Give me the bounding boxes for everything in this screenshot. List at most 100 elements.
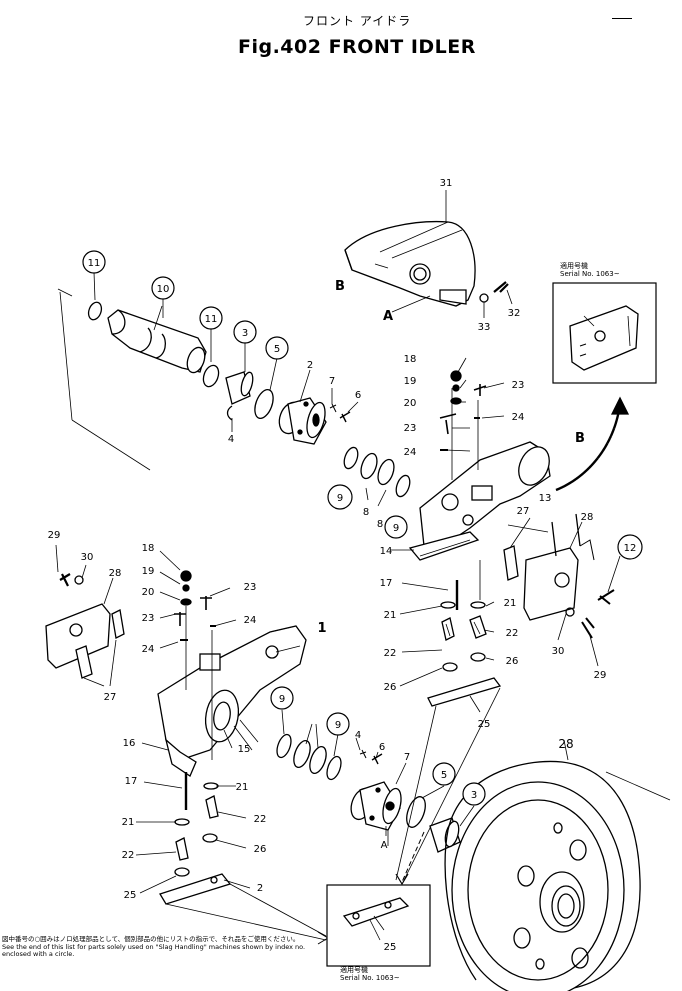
callout-text: B: [575, 431, 585, 446]
callout-text: 1: [317, 621, 326, 636]
callout-text: 26: [506, 656, 519, 667]
callout-text: 6: [355, 390, 361, 401]
footnote-en: See the end of this list for parts solel…: [2, 942, 306, 958]
idler-cap-31: [344, 190, 513, 318]
callout-text: 21: [236, 782, 249, 793]
callout-text: B: [335, 279, 345, 294]
callout-text: 2: [257, 883, 263, 894]
callout-text: 33: [478, 322, 491, 333]
callout-text: 5: [274, 344, 280, 355]
callout-text: 16: [123, 738, 136, 749]
callout-circle: [233, 320, 257, 344]
hub-2a: [278, 397, 327, 445]
corner-mark: [612, 18, 632, 19]
callout-text: 11: [205, 314, 218, 325]
footnote: 図中番号の○囲みはノロ処理部品として、個別部品の他にリストの指示で、それ品をご使…: [2, 935, 322, 959]
callout-text: 13: [539, 493, 552, 504]
callout-circle: [265, 336, 289, 360]
callout-circle: [82, 250, 106, 274]
callout-text: 5: [441, 770, 447, 781]
callout-text: 32: [508, 308, 521, 319]
callout-text: 9: [279, 694, 285, 705]
serial-note-bottom: 適用号機 Serial No. 1063~: [340, 966, 400, 982]
inset-plate-28-top: [552, 282, 657, 384]
callout-text: 24: [512, 412, 525, 423]
figure-title: Fig.402 FRONT IDLER: [238, 36, 476, 58]
title-japanese: フロント アイドラ: [303, 14, 412, 28]
callout-text: 4: [228, 434, 234, 445]
footnote-jp: 図中番号の○囲みはノロ処理部品として、個別部品の他にリストの指示で、それ品をご使…: [2, 935, 300, 943]
callout-text: 22: [122, 850, 135, 861]
callout-text: 23: [244, 582, 257, 593]
callout-text: 30: [81, 552, 94, 563]
callout-text: 12: [624, 543, 637, 554]
callout-text: 26: [254, 844, 267, 855]
callout-text: 27: [517, 506, 530, 517]
lower-middle-hub: [276, 723, 461, 886]
serial-jp-top: 適用号機: [560, 262, 588, 270]
serial-text-bottom: Serial No. 1063~: [340, 974, 400, 982]
lower-left-yoke: [157, 570, 329, 945]
upper-left-shaft-group: [57, 288, 351, 471]
callout-circle: [151, 276, 175, 300]
callout-text: 8: [363, 507, 369, 518]
callout-text: 27: [104, 692, 117, 703]
callout-text: 25: [384, 942, 397, 953]
callout-text: 9: [393, 523, 399, 534]
callout-text: 31: [440, 178, 453, 189]
idler-wheel: [444, 739, 671, 991]
callout-text: 20: [142, 587, 155, 598]
callout-text: 11: [88, 258, 101, 269]
callout-circle: [384, 515, 408, 539]
callout-circle: [462, 782, 486, 806]
callout-text: 26: [384, 682, 397, 693]
callout-text: 19: [142, 566, 155, 577]
callout-text: 3: [471, 790, 477, 801]
callout-text: 23: [142, 613, 155, 624]
callout-text: 21: [504, 598, 517, 609]
callout-text: 18: [404, 354, 417, 365]
callout-text: 9: [335, 720, 341, 731]
callout-text: 9: [337, 493, 343, 504]
serial-jp-bottom: 適用号機: [340, 966, 368, 974]
callout-text: 30: [552, 646, 565, 657]
o-ring-5a: [254, 388, 274, 420]
callout-text: 28: [581, 512, 594, 523]
callout-text: 8: [377, 519, 383, 530]
o-ring-11b: [202, 364, 220, 388]
callout-circle: [270, 686, 294, 710]
callout-text: 19: [404, 376, 417, 387]
callout-text: 22: [506, 628, 519, 639]
serial-note-top: 適用号機 Serial No. 1063~: [560, 262, 620, 278]
serial-text-top: Serial No. 1063~: [560, 270, 620, 278]
leader-lines: [55, 271, 621, 931]
callout-circle: [327, 484, 353, 510]
callout-circle: [617, 534, 643, 560]
callout-text: 15: [238, 744, 251, 755]
callout-text: 21: [384, 610, 397, 621]
callout-text: 14: [380, 546, 393, 557]
callout-text: 29: [48, 530, 61, 541]
upper-right-yoke: [343, 370, 551, 881]
callout-text: 23: [512, 380, 525, 391]
callout-text: 28: [109, 568, 122, 579]
callout-text: 10: [157, 284, 170, 295]
callout-text: A: [383, 309, 393, 324]
callout-text: 21: [122, 817, 135, 828]
callout-text: 20: [404, 398, 417, 409]
callout-circles: [82, 250, 643, 806]
callout-text: 4: [355, 730, 361, 741]
callout-circle: [432, 762, 456, 786]
callout-text: 17: [380, 578, 393, 589]
callout-text: 7: [404, 752, 410, 763]
callout-circle: [199, 306, 223, 330]
callout-text: 2: [307, 360, 313, 371]
callout-numbers: 11 10 11 3 5 9 9 12 9 9 5 3 31 32 33 A B…: [48, 178, 637, 953]
callout-text: 3: [242, 328, 248, 339]
bracket-28-left: [45, 573, 125, 687]
callout-text: 7: [329, 376, 335, 387]
callout-text: 17: [125, 776, 138, 787]
o-ring-11a: [87, 301, 103, 321]
